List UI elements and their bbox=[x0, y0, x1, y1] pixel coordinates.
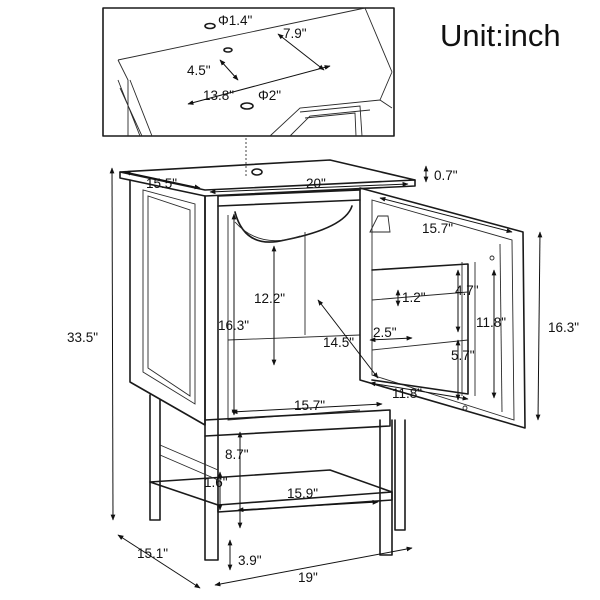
door-hinge-icon bbox=[462, 405, 468, 411]
label-rack-gap-top: 1.2" bbox=[402, 290, 426, 305]
label-rack-width: 11.8" bbox=[392, 386, 422, 401]
rear-right-leg bbox=[394, 419, 406, 531]
label-rack-lower: 5.7" bbox=[451, 348, 475, 363]
label-inner-width: 15.7" bbox=[294, 398, 325, 413]
label-inner-depth: 14.5" bbox=[323, 335, 354, 350]
inset-frame bbox=[102, 7, 395, 137]
door-hinge-top-icon bbox=[489, 255, 495, 261]
cabinet-bottom bbox=[204, 409, 391, 437]
label-cabinet-inner-height: 16.3" bbox=[218, 318, 249, 333]
label-top-thickness: 0.7" bbox=[434, 168, 458, 183]
soap-bottle-icon bbox=[369, 215, 391, 233]
label-shelf-edge: 1.6" bbox=[204, 475, 228, 490]
left-side-panel bbox=[129, 179, 206, 426]
label-top-width: 13.8" bbox=[203, 88, 234, 103]
dimension-lines bbox=[109, 165, 543, 589]
label-leg-clearance: 3.9" bbox=[238, 553, 262, 568]
unit-title: Unit:inch bbox=[440, 18, 561, 53]
inset-sink-top bbox=[102, 7, 395, 137]
label-base-width: 19" bbox=[298, 570, 318, 585]
label-base-depth: 15.1" bbox=[137, 546, 168, 561]
label-depth-top: 15.5" bbox=[146, 176, 177, 191]
rear-left-leg bbox=[149, 394, 161, 521]
front-right-leg bbox=[379, 419, 393, 556]
label-basin-clearance: 12.2" bbox=[254, 291, 285, 306]
drain-hole-icon bbox=[240, 102, 254, 110]
faucet-hole-icon bbox=[223, 47, 233, 53]
label-overall-height: 33.5" bbox=[67, 330, 98, 345]
label-door-width: 15.7" bbox=[422, 221, 453, 236]
faucet-hole-top-icon bbox=[251, 168, 263, 176]
label-door-height: 16.3" bbox=[548, 320, 579, 335]
label-shelf-gap: 8.7" bbox=[225, 447, 249, 462]
label-rack-upper: 4.7" bbox=[455, 283, 479, 298]
faucet-hole-small-icon bbox=[204, 22, 216, 30]
label-hole-small: Φ1.4" bbox=[218, 13, 253, 28]
basin bbox=[234, 205, 353, 243]
dimension-labels: Φ1.4" 7.9" 4.5" 13.8" Φ2" 0.7" 15.5" 20"… bbox=[67, 13, 579, 585]
countertop bbox=[119, 171, 416, 197]
label-rack-height: 11.8" bbox=[476, 315, 506, 330]
label-hole-to-edge: 4.5" bbox=[187, 63, 211, 78]
label-width-top: 20" bbox=[306, 176, 326, 191]
label-hole-large: Φ2" bbox=[258, 88, 281, 103]
front-left-leg bbox=[204, 195, 219, 561]
label-rack-depth: 2.5" bbox=[373, 325, 397, 340]
label-top-offset: 7.9" bbox=[283, 26, 307, 41]
bottom-shelf bbox=[149, 469, 393, 506]
label-shelf-width: 15.9" bbox=[287, 486, 318, 501]
